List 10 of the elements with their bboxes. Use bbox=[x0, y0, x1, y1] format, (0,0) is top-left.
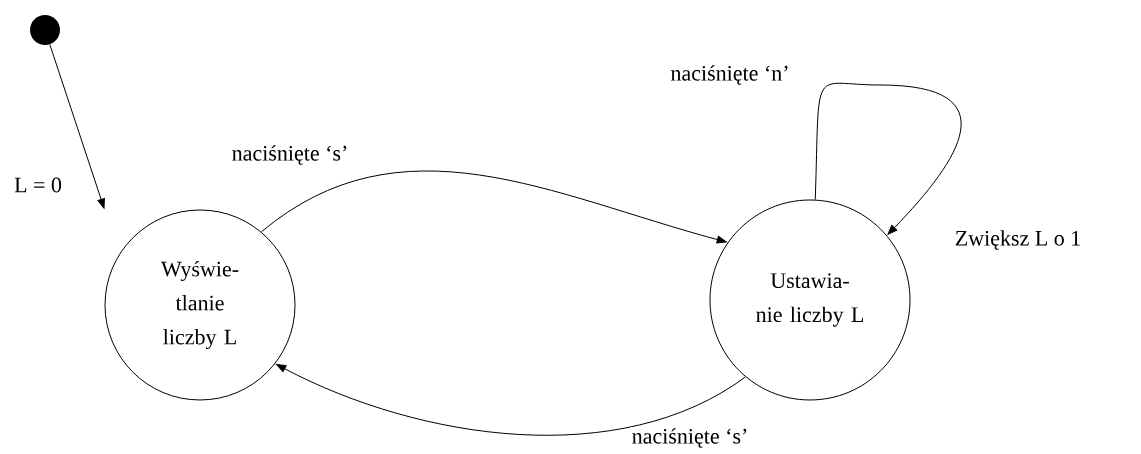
action-label: Zwiększ L o 1 bbox=[953, 229, 1083, 251]
arrow bbox=[49, 43, 105, 209]
edge-label: L = 0 bbox=[13, 176, 63, 194]
edge-label: naciśnięte ‘s’ bbox=[230, 144, 350, 166]
initial-state-dot bbox=[30, 15, 60, 45]
arrow bbox=[260, 170, 727, 244]
arrow bbox=[276, 363, 746, 436]
edge-label: naciśnięte ‘s’ bbox=[630, 427, 750, 449]
edge-label: naciśnięte ‘n’ bbox=[669, 64, 791, 86]
loop-arrow bbox=[814, 82, 962, 235]
